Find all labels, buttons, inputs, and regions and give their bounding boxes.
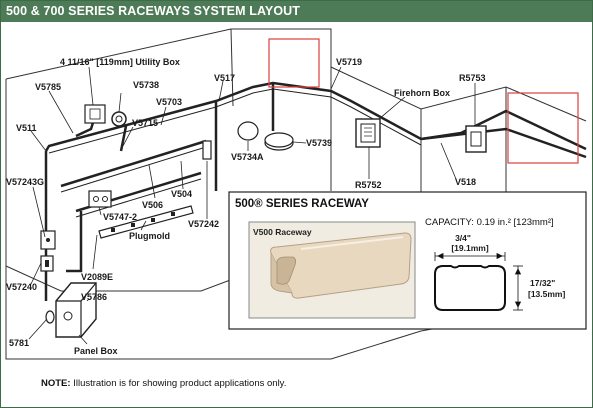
- width-inches: 3/4": [455, 233, 471, 243]
- label-v5734a: V5734A: [231, 152, 264, 162]
- highlight-box-inside-corner: [507, 92, 579, 164]
- plugmold-strip-icon: [98, 205, 194, 239]
- page-title: 500 & 700 SERIES RACEWAYS SYSTEM LAYOUT: [6, 4, 301, 18]
- height-inches: 17/32": [530, 278, 555, 288]
- width-mm: [19.1mm]: [451, 243, 488, 253]
- label-v5739: V5739: [306, 138, 332, 148]
- inset-title: 500® SERIES RACEWAY: [235, 198, 369, 210]
- utility-box-icon: [84, 104, 106, 124]
- dimension-lines: [434, 252, 523, 311]
- panel-box-icon: [55, 282, 97, 338]
- label-v5738: V5738: [133, 80, 159, 90]
- note-label: NOTE:: [41, 378, 71, 389]
- sample-label: V500 Raceway: [253, 227, 312, 237]
- device-box-icon: [465, 125, 487, 153]
- footnote: NOTE: Illustration is for showing produc…: [41, 378, 286, 389]
- label-v57242: V57242: [188, 219, 219, 229]
- switch-plate-icon: [40, 255, 54, 272]
- label-firehorn-box: Firehorn Box: [394, 88, 450, 98]
- capacity-label: CAPACITY:: [425, 217, 474, 228]
- label-r5753: R5753: [459, 73, 486, 83]
- leader-lines: [28, 66, 476, 345]
- note-text: Illustration is for showing product appl…: [70, 378, 287, 389]
- raceway-edge-lines: [48, 88, 422, 218]
- label-utility-box: 4 11/16" [119mm] Utility Box: [60, 57, 180, 67]
- label-v5747-2: V5747-2: [103, 212, 137, 222]
- label-v2089e: V2089E: [81, 272, 113, 282]
- label-v5703: V5703: [156, 97, 182, 107]
- label-v517: V517: [214, 73, 235, 83]
- label-v5786: V5786: [81, 292, 107, 302]
- label-v57243g: V57243G: [6, 177, 44, 187]
- label-plugmold: Plugmold: [129, 231, 170, 241]
- label-v5719: V5719: [336, 57, 362, 67]
- height-mm: [13.5mm]: [528, 289, 565, 299]
- fitting-icon: [45, 310, 55, 324]
- label-v5715: V5715: [132, 118, 158, 128]
- label-v511: V511: [16, 123, 37, 133]
- double-outlet-box-icon: [88, 190, 112, 208]
- label-v506: V506: [142, 200, 163, 210]
- label-v518: V518: [455, 177, 476, 187]
- raceway-sample-image: [248, 221, 416, 319]
- capacity-text: CAPACITY: 0.19 in.² [123mm²]: [425, 217, 554, 228]
- label-r5752: R5752: [355, 180, 382, 190]
- round-device-icon: [111, 111, 127, 127]
- header-bar: 500 & 700 SERIES RACEWAYS SYSTEM LAYOUT: [1, 1, 592, 22]
- label-v504: V504: [171, 189, 192, 199]
- highlight-box-corner: [268, 38, 320, 88]
- capacity-value: 0.19 in.² [123mm²]: [476, 217, 554, 228]
- junction-box-icon: [264, 132, 294, 151]
- ceiling-fitting-icon: [237, 121, 259, 141]
- switch-box-icon: [40, 230, 56, 250]
- label-v5785: V5785: [35, 82, 61, 92]
- label-panel-box: Panel Box: [74, 346, 118, 356]
- raceway-cross-section: [434, 265, 506, 311]
- label-5781: 5781: [9, 338, 29, 348]
- label-v57240: V57240: [6, 282, 37, 292]
- end-cap-icon: [202, 140, 212, 160]
- firehorn-box-icon: [355, 118, 381, 148]
